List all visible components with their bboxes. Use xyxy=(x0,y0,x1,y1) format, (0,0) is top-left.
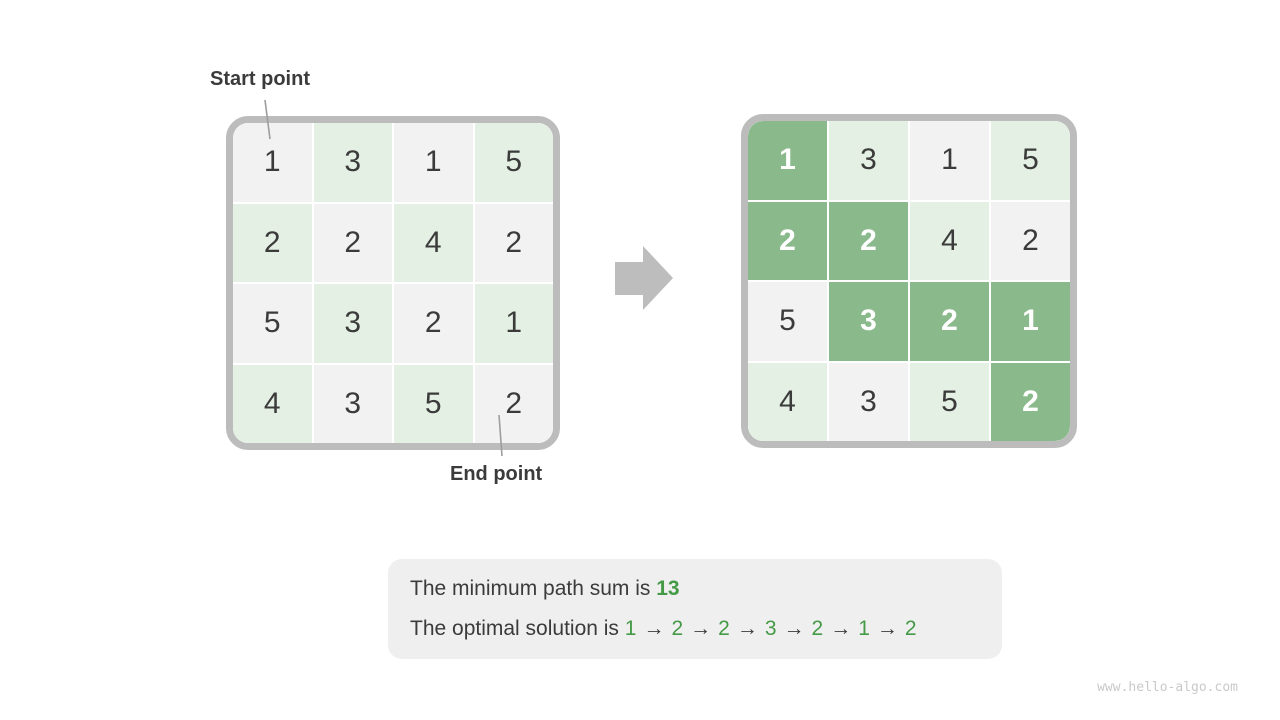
path-step: 2 xyxy=(718,617,730,640)
optimal-path-sequence: 1 → 2 → 2 → 3 → 2 → 1 → 2 xyxy=(625,617,917,640)
grid-cell-r2c2: 2 xyxy=(910,282,989,361)
grid-cell-r0c3: 5 xyxy=(991,121,1070,200)
path-step: 2 xyxy=(811,617,824,640)
grid-cell-r0c2: 1 xyxy=(394,123,473,202)
path-step: 1 xyxy=(858,617,870,640)
grid-cell-r2c3: 1 xyxy=(991,282,1070,361)
summary-box: The minimum path sum is 13 The optimal s… xyxy=(388,559,1002,659)
path-arrow-separator: → xyxy=(783,617,805,640)
path-step: 1 xyxy=(624,617,637,640)
grid-cell-r2c1: 3 xyxy=(313,284,392,363)
min-path-sum-value: 13 xyxy=(656,577,680,600)
grid-cell-r0c0: 1 xyxy=(233,123,312,202)
path-arrow-separator: → xyxy=(830,617,852,640)
path-step: 2 xyxy=(671,617,684,640)
grid-cell-r2c0: 5 xyxy=(748,282,827,361)
grid-cell-r3c3: 2 xyxy=(991,362,1070,441)
grid-cell-r1c2: 4 xyxy=(394,203,473,282)
grid-cell-r3c1: 3 xyxy=(829,362,908,441)
grid-cell-r3c0: 4 xyxy=(748,362,827,441)
grid-cell-r2c3: 1 xyxy=(474,284,553,363)
summary-line-optimal-path: The optimal solution is 1 → 2 → 2 → 3 → 2 → 1 → 2 xyxy=(410,609,980,649)
grid-cell-r1c2: 4 xyxy=(910,201,989,280)
grid-cell-r1c3: 2 xyxy=(991,201,1070,280)
grid-cell-r3c0: 4 xyxy=(233,364,312,443)
watermark: www.hello-algo.com xyxy=(1097,680,1238,695)
grid-cell-r0c1: 3 xyxy=(829,121,908,200)
grid-cell-r1c0: 2 xyxy=(233,203,312,282)
grid-cell-r3c1: 3 xyxy=(313,364,392,443)
transform-arrow-icon xyxy=(615,246,673,310)
path-arrow-separator: → xyxy=(643,617,665,640)
start-point-label: Start point xyxy=(210,68,310,90)
grid-cell-r3c3: 2 xyxy=(474,364,553,443)
grid-cell-r0c0: 1 xyxy=(748,121,827,200)
grid-cell-r3c2: 5 xyxy=(910,362,989,441)
path-arrow-separator: → xyxy=(690,617,712,640)
summary-line1-prefix: The minimum path sum is xyxy=(410,577,657,600)
grid-cell-r2c2: 2 xyxy=(394,284,473,363)
grid-cell-r0c1: 3 xyxy=(313,123,392,202)
grid-cell-r0c2: 1 xyxy=(910,121,989,200)
summary-line-min-sum: The minimum path sum is 13 xyxy=(410,569,980,609)
grid-cell-r1c1: 2 xyxy=(829,201,908,280)
path-arrow-separator: → xyxy=(876,617,898,640)
path-arrow-separator: → xyxy=(736,617,758,640)
grid-cell-r3c2: 5 xyxy=(394,364,473,443)
grid-cell-r1c0: 2 xyxy=(748,201,827,280)
grid-cell-r2c1: 3 xyxy=(829,282,908,361)
summary-line2-prefix: The optimal solution is xyxy=(410,617,625,640)
path-step: 3 xyxy=(764,617,777,640)
path-step: 2 xyxy=(904,617,917,640)
grid-cell-r1c3: 2 xyxy=(474,203,553,282)
grid-cell-r0c3: 5 xyxy=(474,123,553,202)
end-point-label: End point xyxy=(450,463,543,485)
grid-cell-r2c0: 5 xyxy=(233,284,312,363)
grid-cell-r1c1: 2 xyxy=(313,203,392,282)
